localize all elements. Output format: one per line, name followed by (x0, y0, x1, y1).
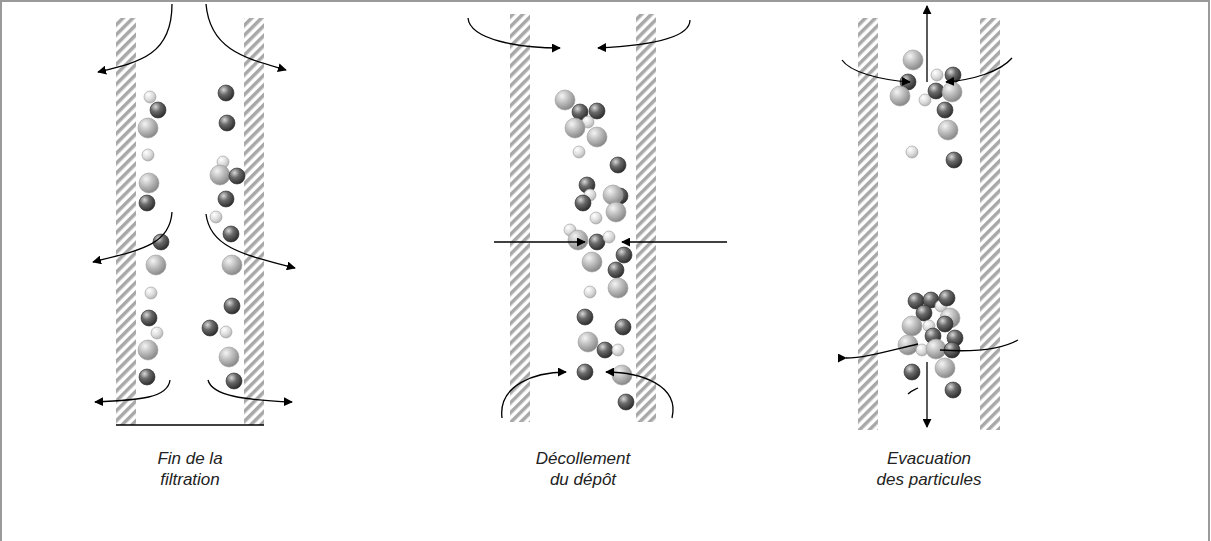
particle (597, 342, 613, 358)
particle (139, 173, 159, 193)
particle (616, 247, 632, 263)
particle (938, 120, 958, 140)
particle (928, 83, 944, 99)
particle (926, 339, 946, 359)
particle (890, 86, 910, 106)
particle (568, 230, 588, 250)
particle (939, 290, 955, 306)
particle (226, 373, 242, 389)
particle (612, 344, 624, 356)
particle (577, 309, 593, 325)
particle (937, 316, 953, 332)
particle (565, 118, 585, 138)
particle (151, 327, 163, 339)
panel-caption: Décollement du dépôt (536, 448, 631, 490)
particle (608, 278, 628, 298)
particle (138, 118, 158, 138)
particle (139, 369, 155, 385)
particle (219, 115, 235, 131)
particle (603, 185, 623, 205)
membrane-walls (116, 14, 1000, 430)
particle (589, 103, 605, 119)
particle (618, 394, 634, 410)
particle (219, 347, 239, 367)
particle (610, 157, 626, 173)
flow-arrows (93, 4, 1018, 427)
particle (608, 262, 624, 278)
particle (919, 94, 931, 106)
particle (603, 231, 615, 243)
particle (150, 102, 166, 118)
particle (146, 255, 166, 275)
particle (945, 382, 961, 398)
particle (138, 340, 158, 360)
particle (220, 326, 232, 338)
particle (145, 287, 157, 299)
particle (144, 91, 156, 103)
particle (223, 226, 239, 242)
particle (578, 332, 598, 352)
particle (202, 320, 218, 336)
particle (902, 316, 922, 336)
particle (584, 286, 596, 298)
particle (946, 152, 962, 168)
panel-caption: Evacuation des particules (877, 448, 982, 490)
particle (937, 102, 953, 118)
particle (210, 211, 222, 223)
particle (935, 358, 955, 378)
particle (942, 82, 962, 102)
particle (606, 202, 626, 222)
particle (582, 252, 602, 272)
particle (590, 212, 602, 224)
particle (615, 319, 631, 335)
particle (573, 146, 585, 158)
particle (210, 165, 230, 185)
particle (139, 195, 155, 211)
particle (555, 90, 575, 110)
particle (904, 364, 920, 380)
particle (575, 195, 591, 211)
particle (903, 50, 923, 70)
particle (218, 191, 234, 207)
particle (931, 69, 943, 81)
particle (229, 168, 245, 184)
particle (612, 365, 632, 385)
particle (222, 255, 242, 275)
particle (589, 234, 605, 250)
particle (141, 310, 157, 326)
particle (218, 85, 234, 101)
particle (224, 298, 240, 314)
particle (142, 149, 154, 161)
panel-caption: Fin de la filtration (157, 448, 222, 490)
particle (906, 146, 918, 158)
particle (577, 364, 593, 380)
particles (138, 50, 963, 410)
particle (587, 127, 607, 147)
